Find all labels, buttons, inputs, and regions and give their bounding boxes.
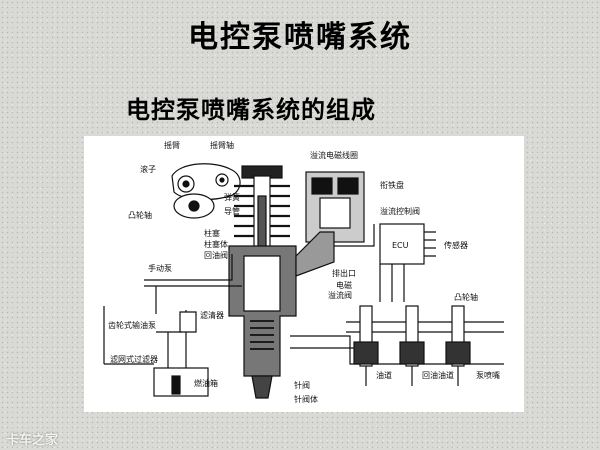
ecu-box xyxy=(379,223,425,265)
label-oil-passage: 油道 xyxy=(376,370,392,380)
slide-title: 电控泵喷嘴系统 xyxy=(188,20,412,55)
label-return-valve: 回油阀 xyxy=(204,250,228,260)
label-needle-valve: 针阀 xyxy=(294,380,310,390)
label-camshaft-right: 凸轮轴 xyxy=(454,292,478,302)
pump-nozzle-diagram: 摇臂 摇臂轴 滚子 弹簧 导管 凸轮轴 柱塞 柱塞体 回油阀 手动泵 滤清器 齿… xyxy=(103,140,504,404)
label-solenoid-overflow-2: 溢流阀 xyxy=(328,290,352,300)
label-needle-valve-body: 针阀体 xyxy=(294,394,318,404)
label-solenoid-overflow-1: 电磁 xyxy=(336,280,352,290)
label-roller: 滚子 xyxy=(140,164,156,174)
label-mesh-filter: 滤网式过滤器 xyxy=(110,354,158,364)
filter-symbol xyxy=(179,311,197,333)
label-discharge-port: 排出口 xyxy=(332,268,356,278)
label-overflow-control-valve: 溢流控制阀 xyxy=(380,206,420,216)
label-return-passage: 回油油道 xyxy=(422,370,454,380)
label-filter: 滤清器 xyxy=(200,310,224,320)
label-sensor: 传感器 xyxy=(444,240,468,250)
label-pump-nozzle: 泵喷嘴 xyxy=(476,370,500,380)
label-plunger-body: 柱塞体 xyxy=(204,239,228,249)
injectors xyxy=(353,305,471,386)
nozzle-spring xyxy=(250,320,274,350)
feed-line xyxy=(144,285,242,368)
watermark: 卡车之家 xyxy=(6,433,59,448)
diagram-labels: 摇臂 摇臂轴 滚子 弹簧 导管 凸轮轴 柱塞 柱塞体 回油阀 手动泵 滤清器 齿… xyxy=(108,140,500,404)
label-rocker-arm: 摇臂 xyxy=(164,140,180,150)
slide-subtitle: 电控泵喷嘴系统的组成 xyxy=(126,95,376,124)
oil-passage xyxy=(290,335,504,365)
label-hand-pump: 手动泵 xyxy=(148,263,172,273)
fuel-tank xyxy=(153,367,209,397)
nozzle-tip xyxy=(251,375,273,399)
label-solenoid-coil: 溢流电磁线圈 xyxy=(310,150,358,160)
label-guide-tube: 导管 xyxy=(224,206,240,216)
label-spring: 弹簧 xyxy=(224,192,240,202)
diagram-panel xyxy=(84,136,524,412)
label-rocker-shaft: 摇臂轴 xyxy=(210,140,234,150)
label-ecu: ECU xyxy=(392,241,409,250)
label-camshaft-left: 凸轮轴 xyxy=(128,210,152,220)
label-armature-disc: 衔铁盘 xyxy=(380,180,404,190)
label-gear-feed-pump: 齿轮式输油泵 xyxy=(108,320,156,330)
label-plunger: 柱塞 xyxy=(204,228,220,238)
label-fuel-tank: 燃油箱 xyxy=(194,378,218,388)
